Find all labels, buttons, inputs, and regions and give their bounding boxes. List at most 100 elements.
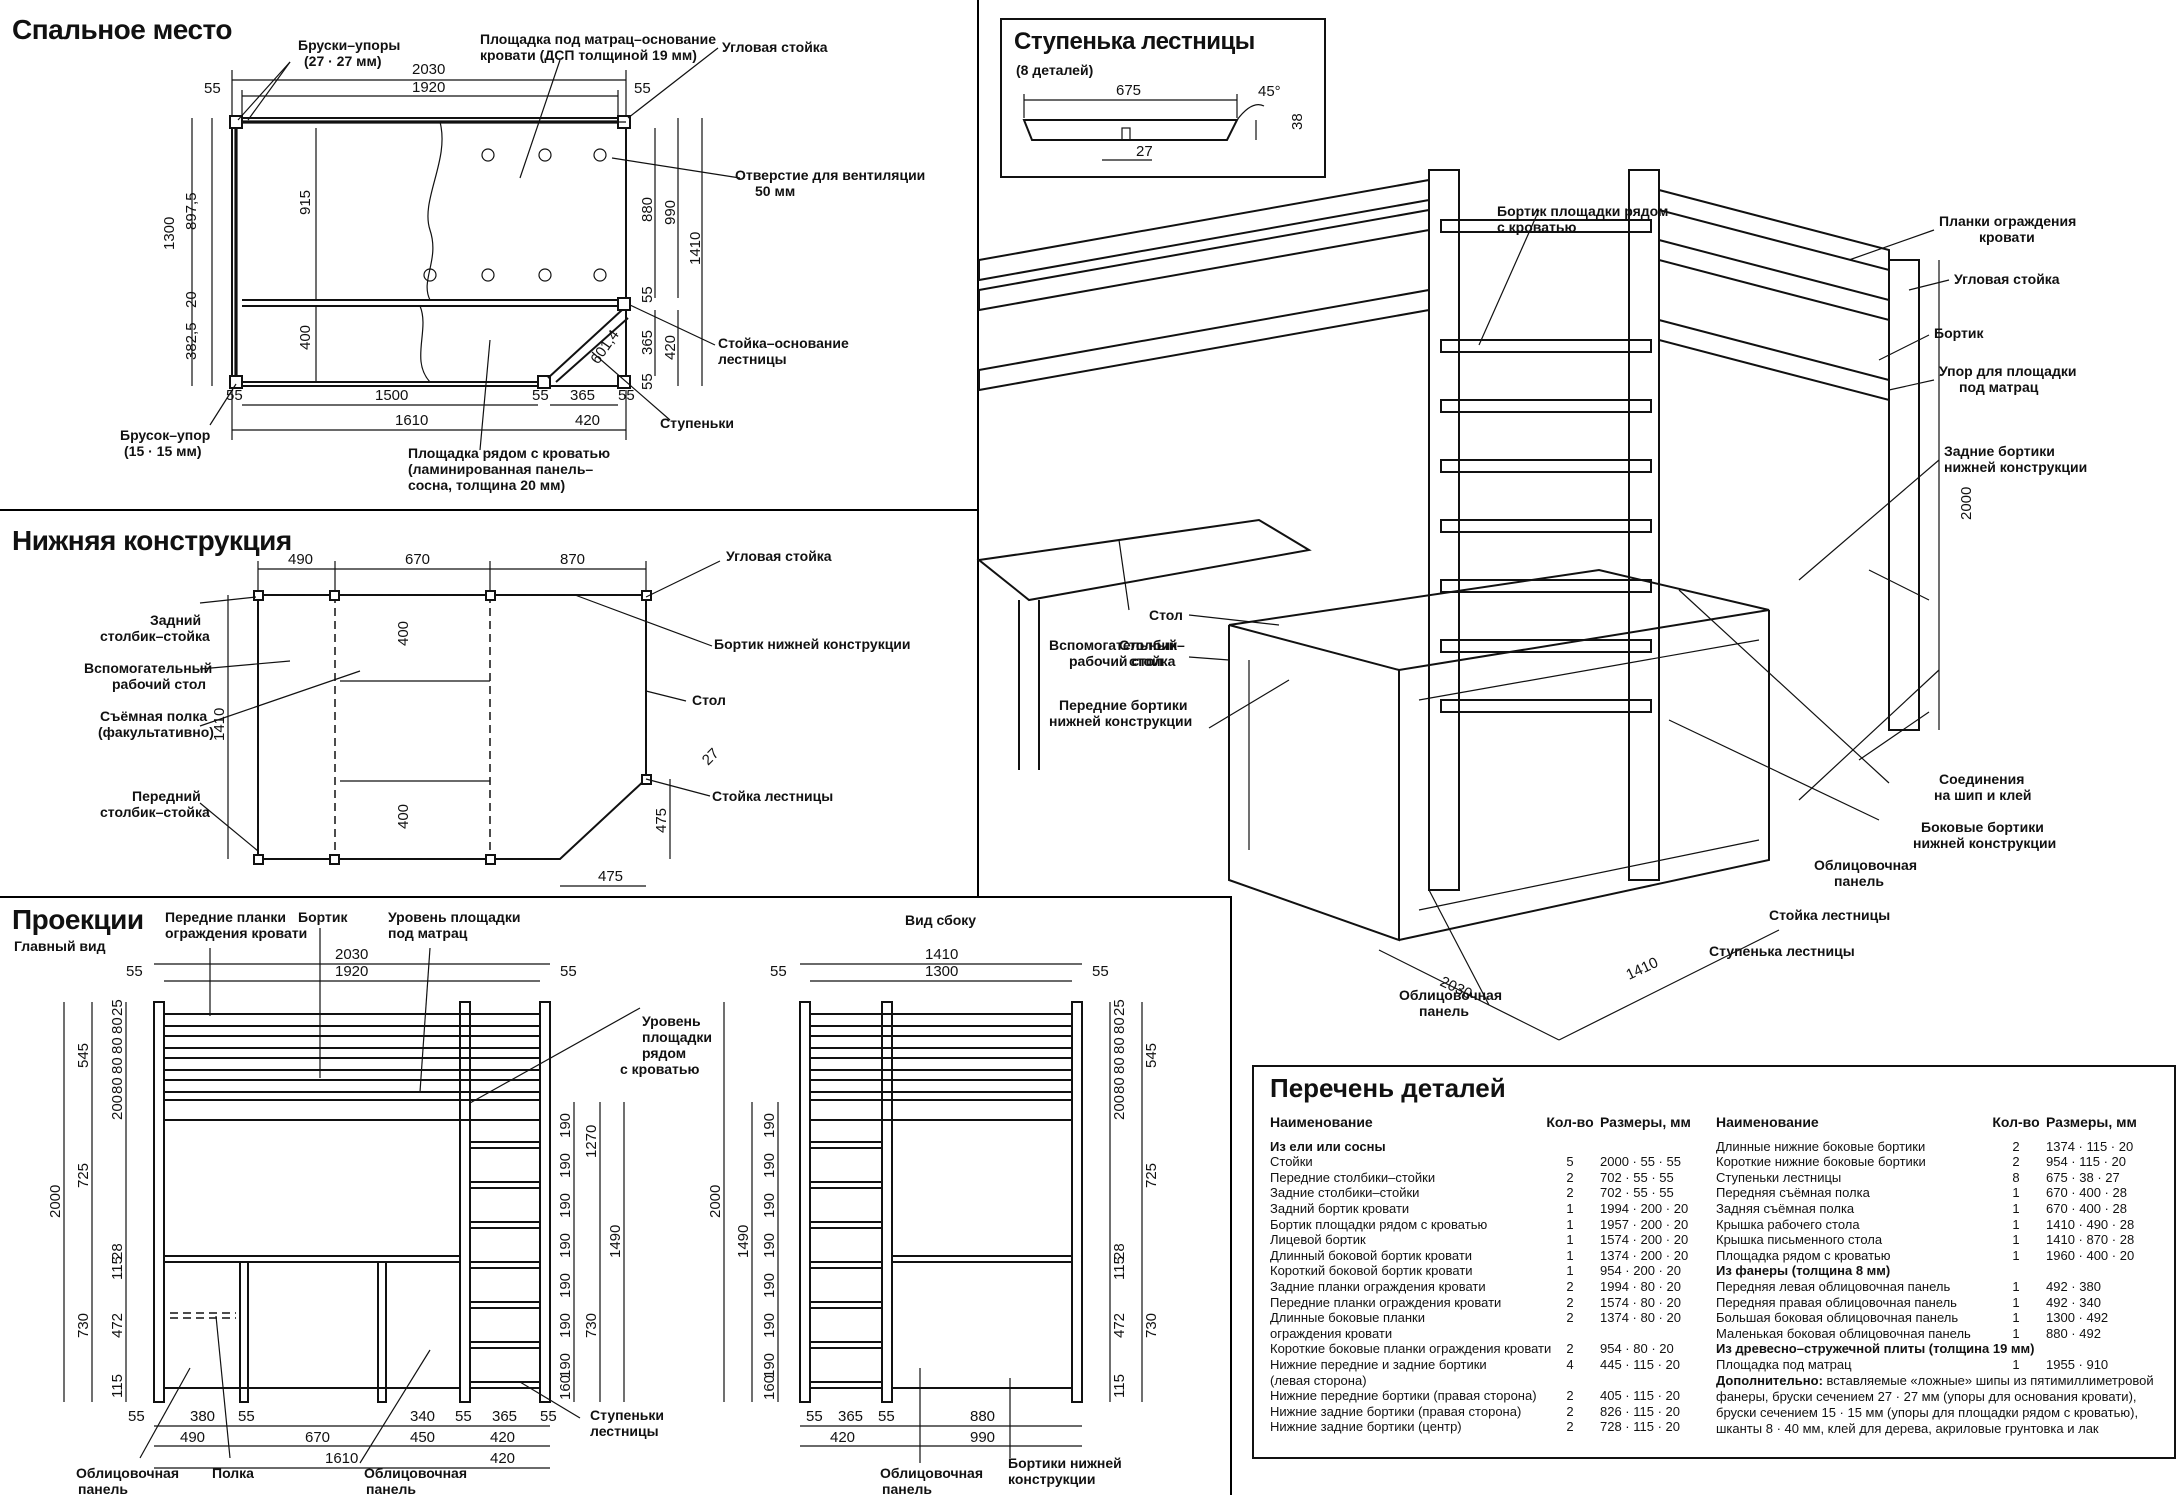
parts-cell-size <box>2046 1341 2166 1357</box>
parts-cell-name: Длинные боковые планки <box>1270 1310 1426 1326</box>
parts-cell-name: Задние столбики–стойки <box>1270 1185 1420 1201</box>
dim-365-v: 365 <box>639 330 656 355</box>
callout-level-b: Уровень <box>642 1013 701 1029</box>
callout-level-b-2: площадки <box>642 1029 712 1045</box>
sleeping-place-title: Спальное место <box>12 14 233 45</box>
parts-cell-name: Передняя правая облицовочная панель <box>1716 1294 1957 1310</box>
callout-ladder-base: Стойка–основание <box>718 335 849 351</box>
parts-list-title: Перечень деталей <box>1270 1073 1506 1103</box>
callout-iso-facing-b-2: панель <box>1419 1003 1469 1019</box>
main-dim-80-c: 80 <box>109 1057 126 1074</box>
parts-cell-qty: 2 <box>2012 1154 2020 1170</box>
divider-sleeping-lower <box>0 509 978 511</box>
callout-side-facing: Облицовочная <box>880 1465 983 1481</box>
parts-cell-size: 1374 · 115 · 20 <box>2046 1138 2134 1154</box>
callout-proj-shelf: Полка <box>212 1465 254 1481</box>
parts-cell-size <box>1600 1373 1720 1389</box>
main-dim-55-f: 55 <box>540 1408 557 1425</box>
main-dim-420-b: 420 <box>490 1450 515 1467</box>
parts-cell-size: 702 · 55 · 55 <box>1600 1169 1674 1185</box>
parts-cell-name: Длинный боковой бортик кровати <box>1270 1247 1473 1263</box>
parts-extra: Дополнительно: вставляемые «ложные» шипы… <box>1716 1373 2166 1437</box>
side-dim-160: 160 <box>761 1375 778 1400</box>
parts-cell-size <box>1600 1139 1720 1155</box>
parts-cell-qty <box>1986 1263 2046 1279</box>
parts-cell-size: 670 · 400 · 28 <box>2046 1200 2127 1216</box>
parts-cell-size: 445 · 115 · 20 <box>1600 1356 1680 1372</box>
parts-cell-name: Ступеньки лестницы <box>1716 1169 1842 1185</box>
main-dim-340: 340 <box>410 1408 435 1425</box>
callout-level-b-4: с кроватью <box>620 1061 699 1077</box>
parts-header-size-right: Размеры, мм <box>2046 1114 2137 1130</box>
parts-cell-qty <box>1540 1139 1600 1155</box>
parts-row: Из ели или сосны <box>1270 1139 1720 1155</box>
side-dim-80-c: 80 <box>1111 1057 1128 1074</box>
parts-cell-size: 1374 · 80 · 20 <box>1600 1310 1681 1326</box>
parts-cell-size: 1410 · 490 · 28 <box>2046 1216 2135 1232</box>
side-dim-55-a: 55 <box>770 963 787 980</box>
dim-55-tr: 55 <box>634 80 651 97</box>
main-dim-670: 670 <box>305 1429 330 1446</box>
side-dim-190-d: 190 <box>761 1233 778 1258</box>
parts-cell-qty: 1 <box>2012 1310 2020 1326</box>
parts-cell-name: Большая боковая облицовочная панель <box>1716 1310 1959 1326</box>
parts-cell-name: Площадка рядом с кроватью <box>1716 1247 1891 1263</box>
callout-shelf: Съёмная полка <box>100 708 207 724</box>
side-dim-190-e: 190 <box>761 1273 778 1298</box>
side-dim-1410: 1410 <box>925 946 958 963</box>
main-dim-55-e: 55 <box>455 1408 472 1425</box>
dim-1300: 1300 <box>161 217 178 250</box>
parts-row: Нижние передние бортики (правая сторона)… <box>1270 1388 1720 1404</box>
callout-proj-facing-2: панель <box>78 1481 128 1495</box>
callout-corner: Угловая стойка <box>722 39 828 55</box>
parts-cell-size: 1957 · 200 · 20 <box>1600 1216 1689 1232</box>
parts-cell-size <box>2046 1263 2166 1279</box>
dim-400: 400 <box>297 325 314 350</box>
main-dim-545: 545 <box>75 1043 92 1068</box>
iso-dim-1410: 1410 <box>1624 954 1661 984</box>
callout-proj-side: Бортик <box>298 909 348 925</box>
callout-facing-2: панель <box>1834 873 1884 889</box>
main-dim-160: 160 <box>557 1375 574 1400</box>
parts-cell-qty: 1 <box>1566 1200 1574 1216</box>
main-dim-1610: 1610 <box>325 1450 358 1467</box>
main-dim-380: 380 <box>190 1408 215 1425</box>
callout-proj-facing: Облицовочная <box>76 1465 179 1481</box>
parts-cell-qty: 1 <box>1566 1216 1574 1232</box>
dim-1410: 1410 <box>687 232 704 265</box>
step-drawing: 675 38 45° 27 <box>1022 82 1306 161</box>
callout-iso-facing-b: Облицовочная <box>1399 987 1502 1003</box>
callout-iso-corner: Угловая стойка <box>1954 271 2060 287</box>
callout-aux-desk-2: рабочий стол <box>112 676 206 692</box>
main-dim-490: 490 <box>180 1429 205 1446</box>
parts-cell-qty: 2 <box>1566 1294 1574 1310</box>
callout-shelf-2: (факультативно) <box>98 724 214 740</box>
dim-915: 915 <box>297 190 314 215</box>
parts-cell-name: Лицевой бортик <box>1270 1232 1366 1248</box>
parts-cell-size: 1410 · 870 · 28 <box>2046 1232 2135 1248</box>
parts-cell-size: 728 · 115 · 20 <box>1600 1419 1680 1435</box>
main-dim-200: 200 <box>109 1095 126 1120</box>
main-view <box>153 1001 551 1403</box>
callout-joint: Соединения <box>1939 771 2024 787</box>
dim-55-bm: 55 <box>532 387 549 404</box>
parts-cell-size: 492 · 380 <box>2046 1278 2101 1294</box>
panel-step-detail: Ступенька лестницы (8 деталей) 675 38 45… <box>1000 18 1326 178</box>
parts-header-qty: Кол-во <box>1546 1114 1594 1130</box>
main-dim-115-a: 115 <box>109 1256 126 1280</box>
main-dim-730-b: 730 <box>583 1313 600 1338</box>
dim-55-bl: 55 <box>226 387 243 404</box>
side-dim-190-f: 190 <box>761 1313 778 1338</box>
parts-cell-qty <box>1986 1341 2046 1357</box>
